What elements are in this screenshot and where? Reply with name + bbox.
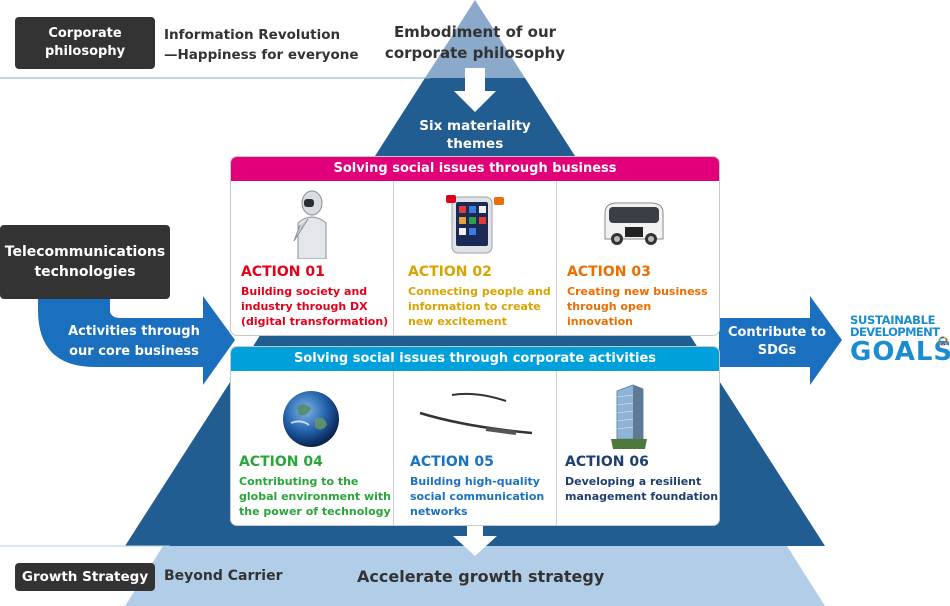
sdg-wheel-segment — [938, 341, 941, 344]
stratosphere-platform-icon — [419, 392, 533, 435]
corporate-philosophy-badge: Corporate philosophy — [15, 17, 155, 69]
sdg-wheel-segment — [944, 337, 947, 340]
philosophy-statement-line2: —Happiness for everyone — [164, 47, 359, 63]
sdg-wheel-icon — [938, 336, 948, 346]
philosophy-statement-line1: Information Revolution — [164, 27, 341, 43]
action-description: Developing a resilient management founda… — [565, 475, 719, 503]
sdg-wheel-segment — [944, 342, 947, 345]
action-title: ACTION 01 — [241, 264, 325, 280]
corporate-panel-header: Solving social issues through corporate … — [231, 347, 719, 371]
contribute-sdgs-arrow — [719, 296, 842, 385]
pyramid-top-tier — [425, 0, 525, 78]
sdg-wheel-segment — [945, 341, 948, 344]
contribute-sdgs-label: Contribute to SDGs — [727, 325, 827, 358]
telecommunications-badge: Telecommunications technologies — [0, 225, 170, 299]
smartphone-icon — [446, 195, 504, 254]
sdg-wheel-segment — [943, 336, 945, 339]
action-card[interactable]: ACTION 06 Developing a resilient managem… — [556, 371, 719, 525]
pyramid-mid-label: Six materiality themes — [419, 118, 531, 152]
sdg-wheel-segment — [945, 338, 948, 341]
sdg-wheel-segment — [939, 336, 942, 339]
sdg-wheel-segment — [939, 342, 942, 345]
down-arrow-icon — [454, 68, 496, 112]
autonomous-bus-icon — [604, 202, 664, 245]
sdg-wheel-segment — [938, 340, 941, 343]
sdg-wheel-segment — [942, 343, 944, 346]
sdg-wheel-segment — [938, 339, 941, 341]
action-card[interactable]: ACTION 01 Building society and industry … — [231, 181, 393, 335]
sdg-logo: SUSTAINABLE DEVELOPMENT GOALS — [850, 314, 950, 366]
sdg-wheel-segment — [938, 337, 942, 340]
sdg-wheel-segment — [943, 343, 946, 346]
core-business-arrow — [38, 290, 235, 385]
action-card[interactable]: ACTION 04 Contributing to the global env… — [231, 371, 393, 525]
action-title: ACTION 05 — [410, 454, 494, 470]
sdg-wheel-segment — [945, 340, 948, 343]
sdg-logo-line3: GOALS — [850, 337, 950, 367]
action-title: ACTION 04 — [239, 454, 323, 470]
action-description: Building high-quality social communicati… — [410, 475, 545, 518]
philosophy-statement: Information Revolution —Happiness for ev… — [164, 25, 359, 65]
action-description: Connecting people and information to cre… — [408, 285, 551, 328]
growth-strategy-badge: Growth Strategy — [15, 563, 155, 591]
action-title: ACTION 02 — [408, 264, 492, 280]
action-description: Creating new business through open innov… — [567, 285, 708, 328]
core-business-arrow-label: Activities through our core business — [68, 324, 200, 359]
pyramid-top-label: Embodiment of our corporate philosophy — [384, 23, 566, 62]
robot-icon — [293, 190, 327, 259]
telecommunications-badge-label: Telecommunications technologies — [4, 244, 166, 280]
business-panel: Solving social issues through business A… — [231, 157, 719, 335]
sdg-wheel-segment — [941, 336, 943, 339]
earth-icon — [283, 391, 339, 447]
action-card[interactable]: ACTION 05 Building high-quality social c… — [393, 371, 556, 525]
pyramid-bottom-tier — [125, 546, 825, 606]
sdg-wheel-segment — [943, 336, 946, 339]
action-title: ACTION 06 — [565, 454, 649, 470]
action-description: Contributing to the global environment w… — [239, 475, 392, 518]
office-building-icon — [611, 384, 647, 449]
action-card[interactable]: ACTION 02 Connecting people and informat… — [393, 181, 556, 335]
sdg-logo-line2: DEVELOPMENT — [850, 325, 940, 339]
action-title: ACTION 03 — [567, 264, 651, 280]
growth-strategy-label: Beyond Carrier — [164, 568, 283, 584]
action-description: Building society and industry through DX… — [241, 285, 389, 328]
sdg-logo-line1: SUSTAINABLE — [850, 313, 936, 327]
sdg-goals-wordmark: GOALS — [850, 336, 950, 367]
corporate-activities-panel: Solving social issues through corporate … — [231, 347, 719, 525]
action-card[interactable]: ACTION 03 Creating new business through … — [556, 181, 719, 335]
business-panel-header: Solving social issues through business — [231, 157, 719, 181]
pyramid-bottom-label: Accelerate growth strategy — [357, 567, 605, 586]
sdg-wheel-segment — [940, 343, 943, 346]
down-arrow-icon — [453, 524, 497, 556]
corporate-philosophy-badge-label: Corporate philosophy — [44, 26, 126, 59]
